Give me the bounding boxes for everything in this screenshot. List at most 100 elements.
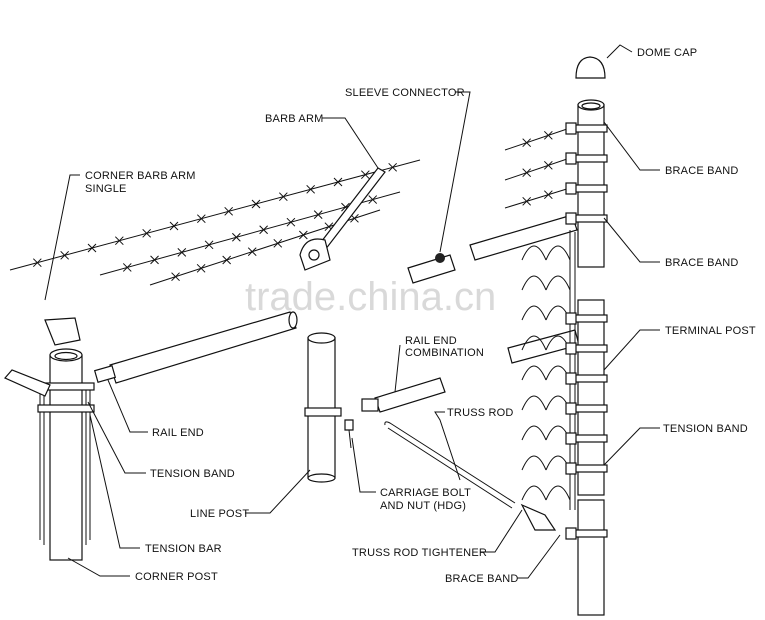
fabric-link bbox=[521, 425, 547, 441]
barb bbox=[306, 184, 316, 194]
sleeve-connector bbox=[407, 214, 578, 284]
barb bbox=[522, 138, 532, 148]
label-line-post: LINE POST bbox=[190, 508, 249, 520]
post-band bbox=[574, 404, 608, 413]
band-bolt bbox=[565, 402, 577, 415]
band-bolt bbox=[565, 372, 577, 385]
barb bbox=[114, 236, 124, 246]
chain-link-fabric bbox=[521, 245, 571, 501]
barbed-wires bbox=[9, 127, 571, 286]
barb bbox=[232, 232, 241, 242]
post-band bbox=[574, 374, 608, 383]
label-brace-band-mid: BRACE BAND bbox=[665, 257, 739, 269]
label-brace-band-bottom: BRACE BAND bbox=[445, 573, 519, 585]
barb bbox=[142, 228, 152, 238]
fabric-link bbox=[521, 275, 547, 291]
band-bolt bbox=[565, 342, 577, 355]
fabric-link bbox=[521, 365, 547, 381]
label-dome-cap: DOME CAP bbox=[637, 47, 697, 59]
label-tension-band-left: TENSION BAND bbox=[150, 468, 235, 480]
corner-post bbox=[4, 348, 95, 561]
barb bbox=[388, 162, 398, 172]
barb bbox=[60, 250, 70, 260]
fabric-link bbox=[521, 245, 547, 261]
line-post bbox=[304, 332, 354, 483]
barb bbox=[247, 247, 257, 257]
band-bolt bbox=[565, 527, 577, 540]
dome-cap bbox=[575, 56, 606, 79]
label-rail-end-combination: RAIL END bbox=[405, 335, 457, 347]
barb bbox=[87, 243, 97, 253]
label-carriage-bolt: CARRIAGE BOLT bbox=[380, 487, 471, 499]
barb bbox=[543, 130, 553, 140]
barb bbox=[368, 195, 378, 204]
fabric-link bbox=[521, 485, 547, 501]
post-band bbox=[574, 124, 608, 133]
band-bolt bbox=[565, 432, 577, 445]
leader-lines bbox=[44, 44, 660, 579]
barb bbox=[224, 206, 234, 216]
barb bbox=[177, 248, 187, 257]
barb bbox=[543, 160, 553, 170]
corner-barb-arm bbox=[44, 317, 81, 346]
barb bbox=[251, 199, 261, 209]
truss-rod bbox=[384, 421, 516, 509]
fabric-link bbox=[521, 395, 547, 411]
band-bolt bbox=[565, 462, 577, 475]
barb bbox=[222, 255, 232, 265]
barb bbox=[122, 263, 132, 272]
barb bbox=[196, 263, 206, 273]
label-truss-rod: TRUSS ROD bbox=[447, 407, 514, 419]
label-corner-barb-arm-single: SINGLE bbox=[85, 183, 127, 195]
post-band bbox=[574, 314, 608, 323]
barb bbox=[259, 225, 268, 235]
label-brace-band-top: BRACE BAND bbox=[665, 165, 739, 177]
post-band bbox=[574, 529, 608, 538]
barb bbox=[333, 177, 343, 187]
barb bbox=[313, 210, 323, 219]
barb bbox=[360, 170, 370, 180]
label-rail-end: RAIL END bbox=[152, 427, 204, 439]
band-bolt bbox=[565, 122, 577, 135]
band-bolt bbox=[565, 312, 577, 325]
fabric-link bbox=[521, 305, 547, 321]
post-band bbox=[574, 154, 608, 163]
barb bbox=[522, 196, 532, 206]
barb bbox=[286, 217, 296, 227]
label-corner-post: CORNER POST bbox=[135, 571, 218, 583]
barb bbox=[298, 230, 308, 240]
label-carriage-bolt-2: AND NUT (HDG) bbox=[380, 500, 466, 512]
post-band bbox=[574, 214, 608, 223]
barb bbox=[278, 192, 288, 202]
barb bbox=[196, 214, 206, 224]
barb bbox=[543, 190, 553, 200]
watermark: trade.china.cn bbox=[245, 275, 496, 319]
label-sleeve-connector: SLEEVE CONNECTOR bbox=[345, 87, 465, 99]
label-terminal-post: TERMINAL POST bbox=[665, 325, 756, 337]
truss-rod-tightener bbox=[520, 503, 557, 531]
post-band bbox=[574, 464, 608, 473]
barb bbox=[171, 272, 180, 282]
band-bolt bbox=[565, 152, 577, 165]
label-tension-bar: TENSION BAR bbox=[145, 543, 222, 555]
label-tension-band-right: TENSION BAND bbox=[663, 423, 748, 435]
terminal-post bbox=[565, 99, 608, 616]
label-corner-barb-arm: CORNER BARB ARM bbox=[85, 170, 196, 182]
label-rail-end-combination-2: COMBINATION bbox=[405, 347, 484, 359]
band-bolt bbox=[565, 182, 577, 195]
barb bbox=[169, 221, 179, 231]
barb bbox=[150, 255, 159, 265]
top-rail bbox=[93, 311, 298, 384]
fabric-link bbox=[545, 485, 571, 501]
rail-end-combination bbox=[361, 377, 446, 413]
fabric-link bbox=[545, 275, 571, 291]
post-band bbox=[574, 184, 608, 193]
post-band bbox=[574, 434, 608, 443]
barb bbox=[32, 258, 42, 268]
barb-arm bbox=[299, 167, 386, 271]
post-band bbox=[574, 344, 608, 353]
fabric-link bbox=[521, 455, 547, 471]
label-barb-arm: BARB ARM bbox=[265, 113, 323, 125]
